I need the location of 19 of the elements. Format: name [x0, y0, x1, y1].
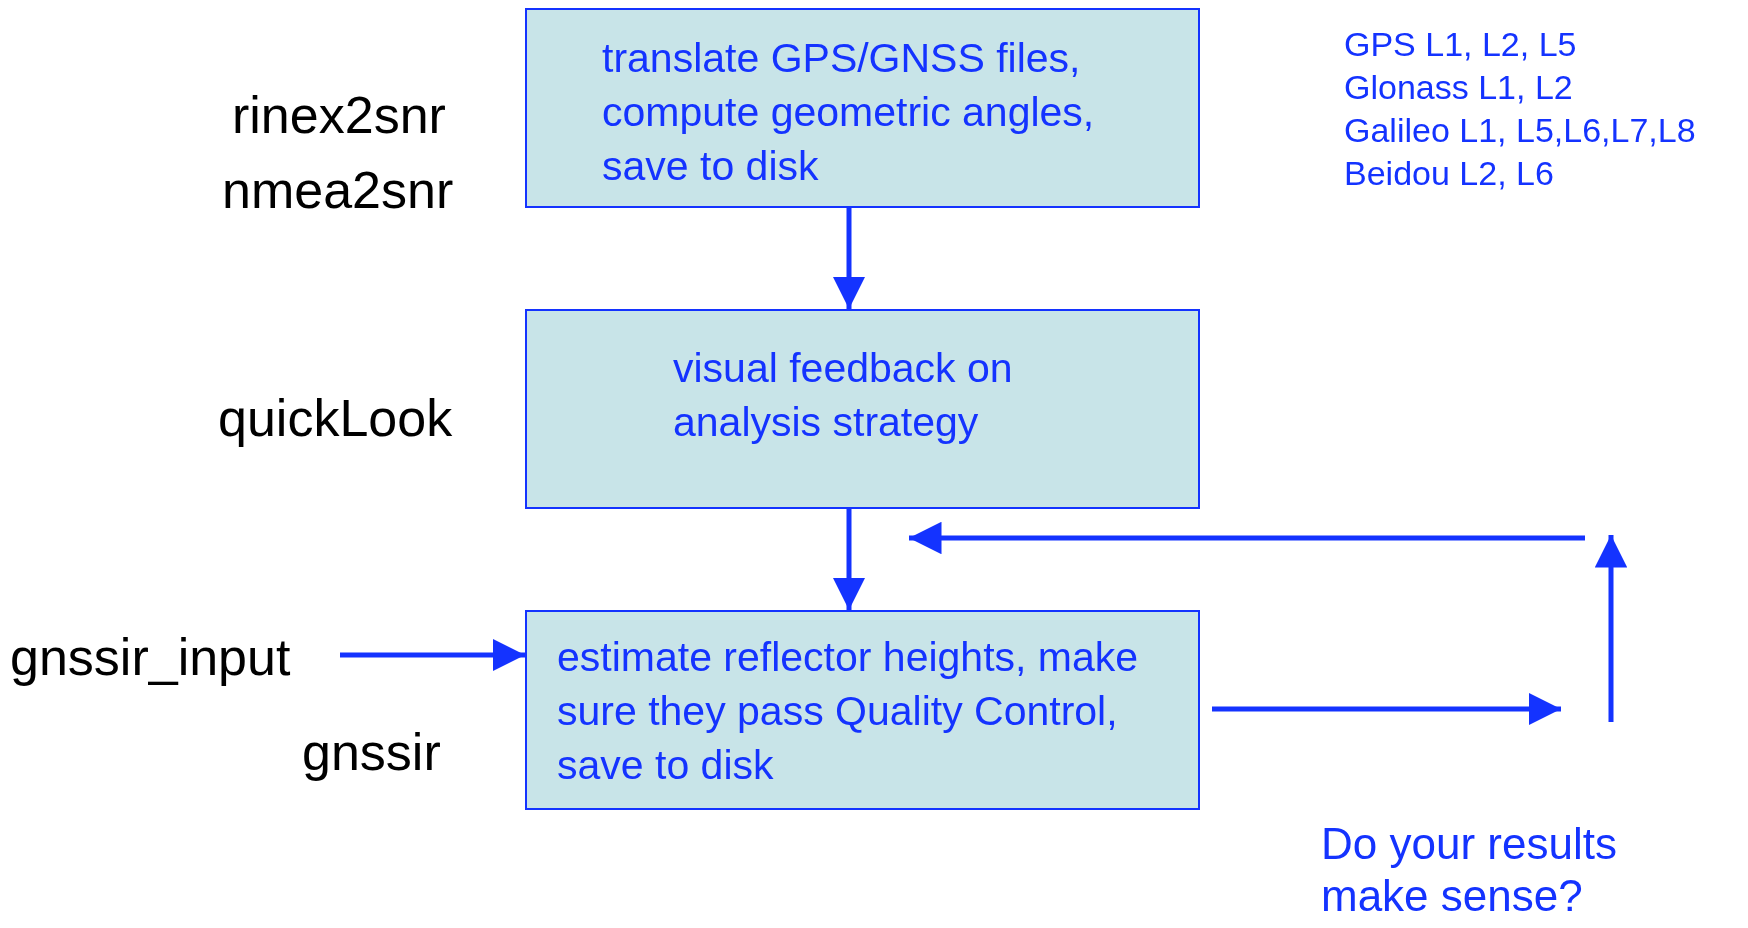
- signal-list-item: Galileo L1, L5,L6,L7,L8: [1344, 111, 1696, 150]
- signal-list-item: Glonass L1, L2: [1344, 68, 1573, 107]
- program-name: gnssir: [302, 722, 441, 782]
- program-name: nmea2snr: [222, 160, 454, 220]
- arrow: [1212, 692, 1561, 726]
- program-name: quickLook: [218, 388, 453, 448]
- arrow: [832, 509, 866, 610]
- arrow: [832, 208, 866, 309]
- arrow: [340, 638, 525, 672]
- box-text: estimate reflector heights, make sure they pass Quality Control, save to disk: [557, 633, 1140, 790]
- box-text: translate GPS/GNSS files, compute geometric angles, save to disk: [602, 34, 1096, 191]
- process-box: [525, 8, 1200, 208]
- box-text: visual feedback on analysis strategy: [673, 344, 1014, 447]
- process-box: [525, 309, 1200, 509]
- process-box: [525, 610, 1200, 810]
- question-text: Do your results make sense?: [1321, 818, 1618, 922]
- signal-list-item: Beidou L2, L6: [1344, 154, 1554, 193]
- program-name: rinex2snr: [232, 85, 446, 145]
- signal-list-item: GPS L1, L2, L5: [1344, 25, 1577, 64]
